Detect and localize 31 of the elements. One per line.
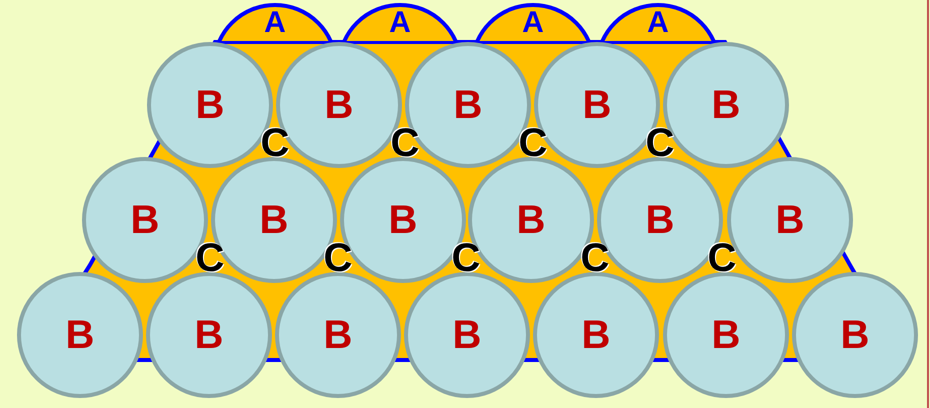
layer-letter: B	[582, 312, 610, 358]
layer-letter: A	[264, 8, 286, 38]
void-label: C	[196, 238, 224, 278]
layer-letter: B	[324, 82, 354, 128]
void-label: C	[708, 238, 736, 278]
void-label: C	[324, 238, 352, 278]
layer-letter: B	[516, 198, 546, 242]
layer-letter: B	[260, 198, 288, 242]
layer-letter: B	[582, 82, 612, 128]
layer-letter: B	[66, 312, 94, 358]
layer-letter: B	[776, 198, 804, 242]
void-label: C	[260, 123, 290, 163]
void-label: C	[646, 123, 674, 163]
layer-letter: B	[324, 312, 352, 358]
layer-letter: B	[712, 312, 740, 358]
layer-letter: A	[647, 8, 669, 38]
void-label: C	[452, 238, 480, 278]
layer-letter: B	[388, 198, 418, 242]
layer-letter: B	[712, 82, 740, 128]
layer-letter: A	[389, 8, 411, 38]
layer-letter: B	[646, 198, 674, 242]
layer-letter: B	[454, 82, 482, 128]
layer-letter: B	[840, 312, 870, 358]
layer-letter: A	[522, 8, 544, 38]
layer-letter: B	[194, 312, 224, 358]
void-label: C	[580, 238, 610, 278]
layer-letter: B	[196, 82, 224, 128]
layer-letter: B	[130, 198, 160, 242]
void-label: C	[390, 123, 420, 163]
layer-letter: B	[452, 312, 482, 358]
void-label: C	[518, 123, 548, 163]
